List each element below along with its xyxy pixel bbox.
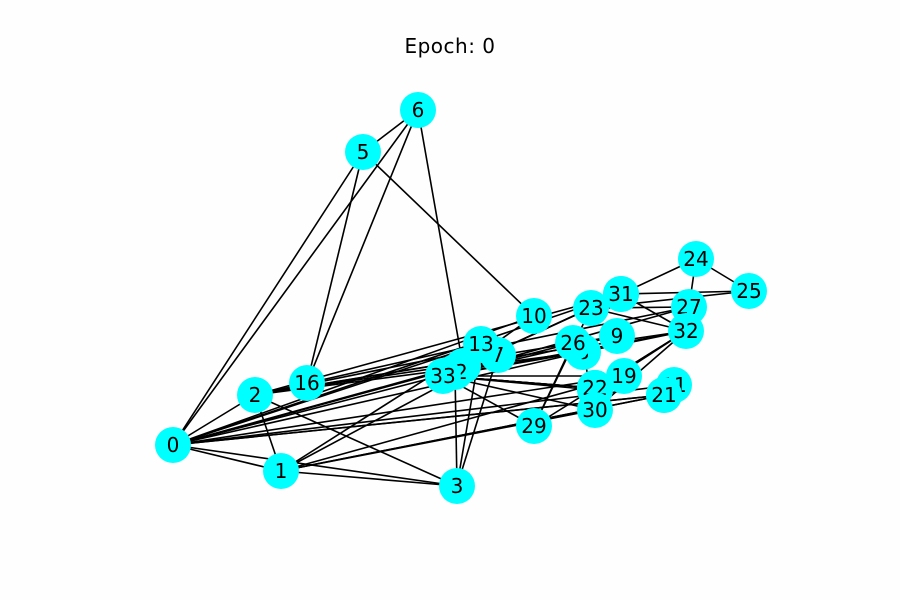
node-19: 19 [606,358,642,394]
edge-0-3 [172,444,458,487]
node-label: 26 [560,331,585,355]
node-6: 6 [400,92,436,128]
node-circle [425,358,461,394]
node-label: 13 [468,332,493,356]
node-label: 33 [430,364,455,388]
node-circle [599,318,635,354]
node-label: 23 [578,296,603,320]
node-circle [678,241,714,277]
node-label: 1 [275,459,288,483]
node-21: 21 [646,377,682,413]
node-label: 31 [608,282,633,306]
edge-3-7 [456,354,499,487]
node-circle [155,427,191,463]
node-circle [573,290,609,326]
node-23: 23 [573,290,609,326]
node-label: 16 [294,371,319,395]
node-1: 1 [263,453,299,489]
node-label: 3 [451,474,464,498]
node-label: 25 [736,279,761,303]
node-10: 10 [516,298,552,334]
node-label: 5 [357,140,370,164]
edge-1-3 [280,470,458,487]
edge-layer [172,109,750,487]
node-circle [400,92,436,128]
node-32: 32 [668,313,704,349]
node-label: 19 [611,364,636,388]
edge-5-10 [362,151,535,317]
node-33: 33 [425,358,461,394]
node-circle [646,377,682,413]
node-25: 25 [731,273,767,309]
node-16: 16 [289,365,325,401]
node-layer: 0123456789101112131415161718192021222324… [155,92,767,504]
node-circle [516,298,552,334]
chart-title: Epoch: 0 [404,34,496,58]
node-circle [577,392,613,428]
edge-2-3 [254,394,458,487]
node-circle [555,325,591,361]
node-circle [516,408,552,444]
edge-0-1 [172,444,282,472]
node-13: 13 [463,326,499,362]
node-label: 6 [412,98,425,122]
node-5: 5 [345,134,381,170]
edge-5-16 [306,151,364,384]
edge-0-19 [172,375,625,446]
node-label: 9 [611,324,624,348]
node-circle [289,365,325,401]
edge-0-8 [172,351,584,446]
edge-1-19 [280,375,625,472]
node-circle [237,377,273,413]
node-label: 2 [249,383,262,407]
node-0: 0 [155,427,191,463]
edge-0-5 [172,151,364,446]
node-label: 21 [651,383,676,407]
node-2: 2 [237,377,273,413]
edge-6-16 [306,109,419,384]
node-label: 29 [521,414,546,438]
node-circle [345,134,381,170]
node-label: 0 [167,433,180,457]
node-9: 9 [599,318,635,354]
node-26: 26 [555,325,591,361]
node-3: 3 [439,468,475,504]
edge-0-12 [172,371,456,446]
node-30: 30 [577,392,613,428]
edge-4-6 [417,109,464,367]
node-label: 32 [673,319,698,343]
node-label: 30 [582,398,607,422]
node-circle [731,273,767,309]
node-31: 31 [603,276,639,312]
node-circle [603,276,639,312]
node-circle [668,313,704,349]
node-label: 10 [521,304,546,328]
node-circle [463,326,499,362]
node-24: 24 [678,241,714,277]
node-label: 24 [683,247,708,271]
node-circle [439,468,475,504]
edge-3-12 [454,371,458,487]
node-circle [606,358,642,394]
node-circle [263,453,299,489]
node-29: 29 [516,408,552,444]
